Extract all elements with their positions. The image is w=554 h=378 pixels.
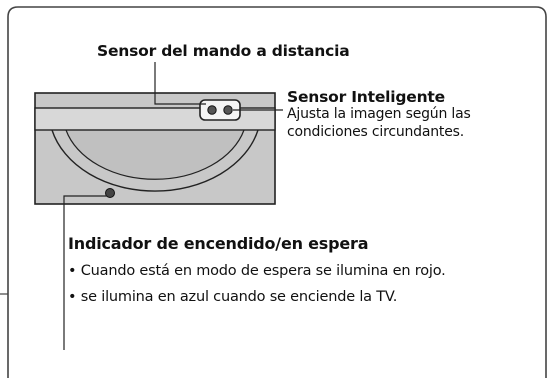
remote-sensor-dot xyxy=(207,105,217,115)
power-indicator-bullet-on: • se ilumina en azul cuando se enciende … xyxy=(68,289,398,305)
remote-sensor-label: Sensor del mando a distancia xyxy=(97,42,350,60)
smart-sensor-title: Sensor Inteligente xyxy=(287,88,445,106)
panel-crescent-inner xyxy=(65,129,245,180)
remote-sensor-leader xyxy=(154,62,206,105)
power-indicator-dot xyxy=(105,188,115,198)
power-indicator-bullet-standby: • Cuando está en modo de espera se ilumi… xyxy=(68,263,446,279)
page-frame xyxy=(7,6,547,378)
power-indicator-leader xyxy=(63,195,107,350)
smart-sensor-dot xyxy=(223,105,233,115)
smart-sensor-description-line2: condiciones circundantes. xyxy=(287,124,464,140)
smart-sensor-description-line1: Ajusta la imagen según las xyxy=(287,106,471,122)
panel-crescent xyxy=(51,129,259,192)
power-indicator-title: Indicador de encendido/en espera xyxy=(68,234,369,253)
